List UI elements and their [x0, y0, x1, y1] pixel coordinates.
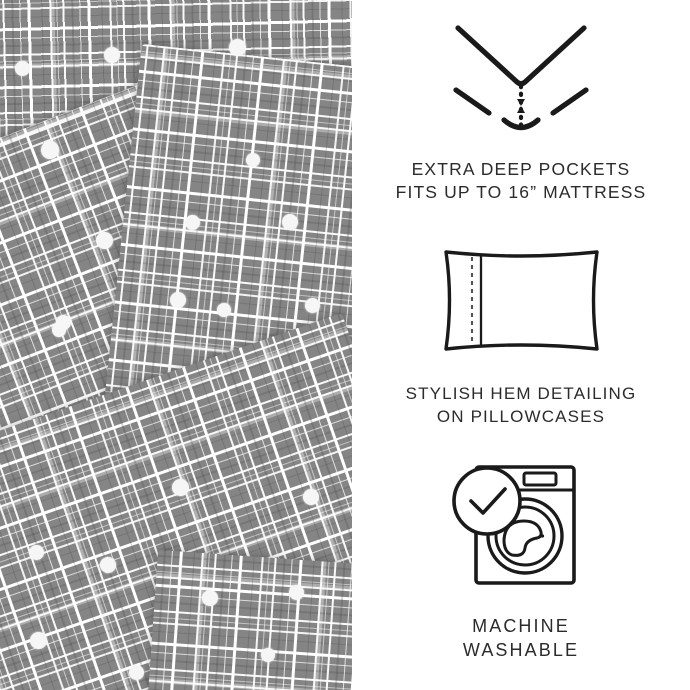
fabric-dot	[288, 584, 304, 600]
depth-arrow-heads	[517, 99, 525, 113]
check-icon	[469, 487, 507, 515]
fabric-dot	[95, 231, 113, 249]
feature-extra-deep-pockets: EXTRA DEEP POCKETS FITS UP TO 16” MATTRE…	[352, 10, 690, 204]
mattress-corner-depth-icon	[453, 25, 589, 131]
feature-list: EXTRA DEEP POCKETS FITS UP TO 16” MATTRE…	[352, 0, 690, 690]
feature-machine-washable: MACHINE WASHABLE	[352, 458, 690, 663]
fabric-dot	[100, 557, 116, 573]
caption-line: FITS UP TO 16” MATTRESS	[395, 182, 647, 203]
fabric-dot	[28, 544, 44, 560]
fabric-dot	[304, 297, 320, 313]
pillow-body	[443, 250, 599, 351]
fabric-dot	[184, 214, 200, 230]
fabric-dot-group	[0, 0, 352, 690]
washing-machine-check-icon	[452, 465, 576, 585]
laundry-swirl-dot	[540, 534, 545, 538]
caption-line: WASHABLE	[462, 639, 580, 660]
fabric-dot	[171, 478, 189, 496]
fabric-dot	[261, 648, 275, 662]
fabric-dot	[202, 590, 218, 606]
caption-line: ON PILLOWCASES	[436, 406, 606, 426]
fabric-dot	[29, 631, 47, 649]
fabric-dot	[104, 47, 120, 63]
fabric-dot	[246, 153, 260, 167]
fabric-dot	[170, 292, 186, 308]
check-badge-circle	[452, 466, 522, 536]
plaid-sheet-photo	[0, 0, 352, 690]
feature-pockets-caption: EXTRA DEEP POCKETS FITS UP TO 16” MATTRE…	[396, 158, 647, 204]
fabric-dot	[303, 489, 319, 505]
fabric-dot	[228, 38, 246, 56]
fabric-dot	[52, 323, 66, 337]
feature-washable-caption: MACHINE WASHABLE	[463, 615, 579, 663]
feature-stylish-hem: STYLISH HEM DETAILING ON PILLOWCASES	[352, 238, 690, 428]
fabric-dot	[128, 664, 144, 680]
feature-pillow-caption: STYLISH HEM DETAILING ON PILLOWCASES	[406, 383, 637, 428]
caption-line: EXTRA DEEP POCKETS	[411, 159, 631, 179]
fabric-dot	[14, 60, 30, 76]
fabric-dot	[282, 214, 298, 230]
laundry-swirl-icon	[502, 519, 543, 557]
caption-line: STYLISH HEM DETAILING	[405, 384, 637, 404]
washer-display-icon	[522, 471, 558, 487]
pillowcase-icon	[443, 250, 599, 351]
fabric-dot	[217, 303, 231, 317]
fabric-dot	[41, 141, 59, 159]
caption-line: MACHINE	[472, 616, 570, 637]
